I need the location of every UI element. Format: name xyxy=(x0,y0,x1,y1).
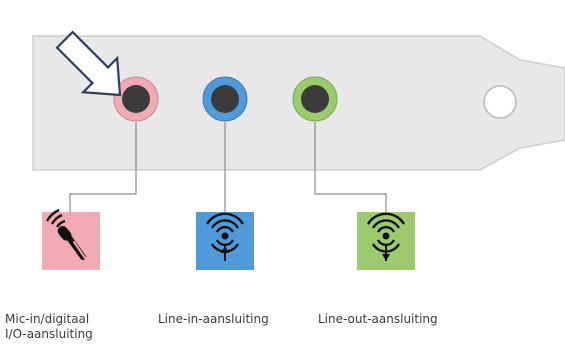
mic-in-connector-line xyxy=(69,122,137,212)
line-out-jack xyxy=(292,76,338,122)
line-in-icon xyxy=(196,212,254,270)
line-in-label: Line-in-aansluiting xyxy=(158,312,269,326)
highlight-arrow-icon xyxy=(55,30,122,97)
line-out-icon xyxy=(357,212,415,270)
line-out-label: Line-out-aansluiting xyxy=(318,312,438,326)
mic-in-jack xyxy=(113,76,159,122)
mic-in-label: Mic-in/digitaal I/O-aansluiting xyxy=(5,312,93,341)
line-in-jack xyxy=(202,76,248,122)
microphone-icon xyxy=(42,208,100,270)
line-out-connector-line xyxy=(314,122,387,212)
bracket-screw-hole xyxy=(483,85,517,119)
